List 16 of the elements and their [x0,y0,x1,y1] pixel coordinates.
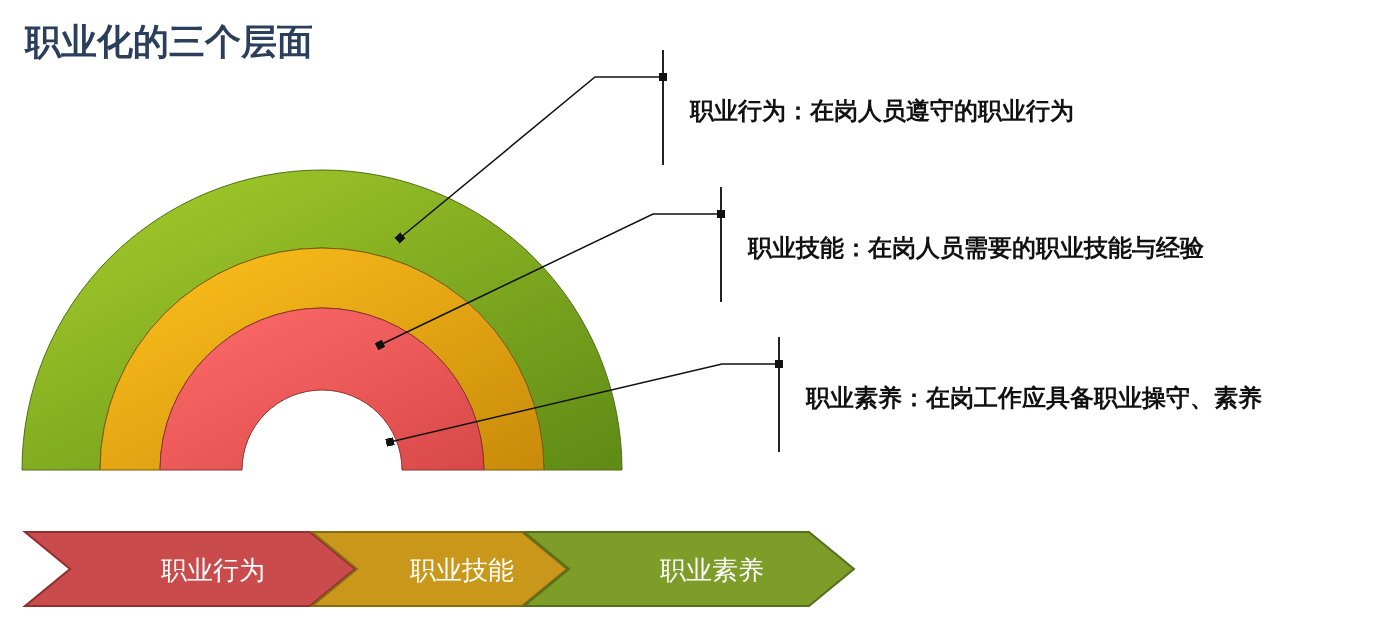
callout-text: 职业行为：在岗人员遵守的职业行为 [690,96,1074,127]
callout-text: 职业素养：在岗工作应具备职业操守、素养 [806,383,1262,414]
arch-shape [159,307,485,471]
title: 职业化的三个层面 [25,20,313,64]
leader-line [394,73,667,244]
banner-label: 职业行为 [160,555,265,585]
step-banner [521,531,856,607]
arch-shape [21,170,623,471]
banner-label: 职业技能 [410,555,514,585]
step-banner [22,531,357,607]
banner-label: 职业素养 [659,555,764,585]
callout-text: 职业技能：在岗人员需要的职业技能与经验 [748,233,1204,264]
arch-shape [99,247,545,471]
step-banner [309,531,569,607]
leader-line [385,360,783,447]
leader-line [374,210,725,351]
